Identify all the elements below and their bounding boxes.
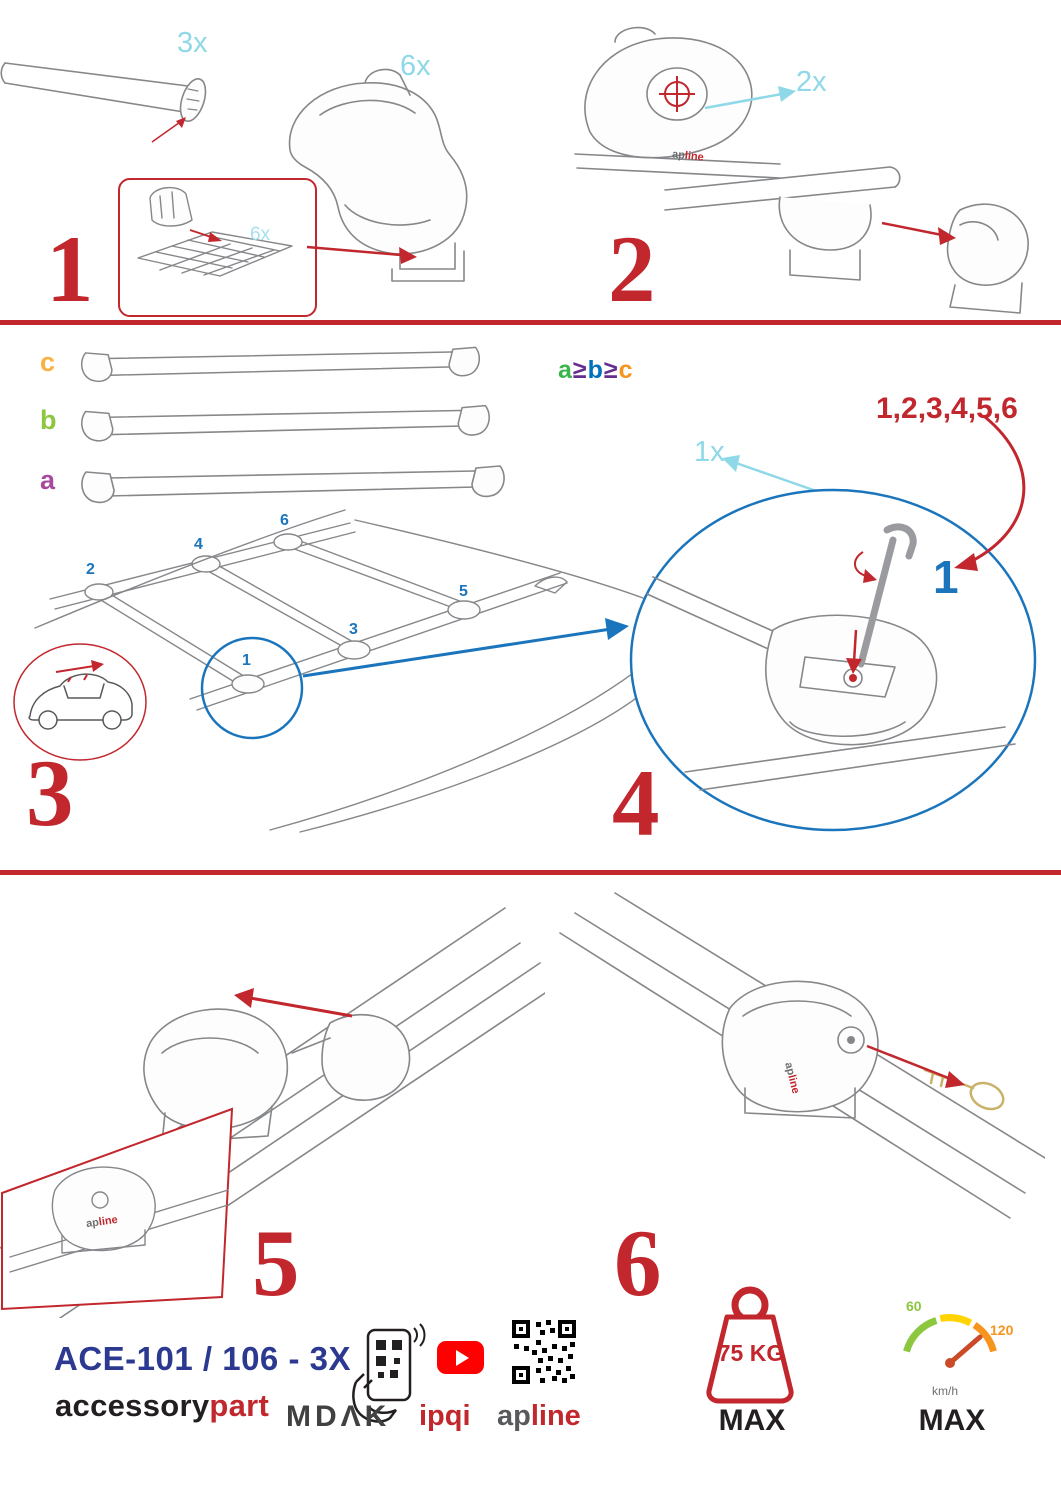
- bar-size-label-c: c: [40, 347, 56, 377]
- step5-number: 5: [252, 1210, 300, 1316]
- sequence-curve-arrow: [954, 415, 1026, 571]
- speed-high-label: 120: [990, 1322, 1014, 1338]
- qty-label-foot: 6x: [400, 50, 431, 82]
- roof-overview-illustration: [34, 509, 644, 833]
- weight-limit-icon: [706, 1286, 794, 1404]
- qty-label-dial: 2x: [796, 66, 827, 98]
- step1-number: 1: [46, 216, 94, 322]
- installed-foot-inset: [0, 1107, 234, 1311]
- ipqi-logo: ipqi: [419, 1400, 471, 1432]
- speed-unit-label: km/h: [932, 1384, 959, 1398]
- step4-number: 4: [612, 750, 660, 856]
- step3-number: 3: [26, 740, 74, 846]
- roof-position-4: 4: [194, 536, 203, 553]
- qty-dial-arrow: [704, 86, 796, 110]
- car-direction-inset: [13, 643, 147, 761]
- rubber-pad-inset: [118, 178, 317, 317]
- step2-number: 2: [608, 216, 656, 322]
- brand-logo: accessorypart: [55, 1388, 270, 1423]
- roof-position-3: 3: [349, 621, 358, 638]
- roof-position-2: 2: [86, 561, 95, 578]
- qty-label-bar: 3x: [177, 27, 208, 59]
- step1-arrow: [306, 245, 417, 264]
- bar-size-label-b: b: [40, 405, 57, 435]
- qty-label-pad: 6x: [250, 224, 271, 245]
- bar-endcap-assembly-illustration: [664, 166, 1029, 314]
- step6-number: 6: [614, 1210, 662, 1316]
- apline-logo: apline: [497, 1400, 581, 1432]
- weight-limit-value: 75 KG: [717, 1340, 785, 1366]
- rubber-pad-illustration: [137, 187, 293, 277]
- lock-key-illustration: [559, 892, 1045, 1219]
- allen-key-zoom-illustration: [629, 488, 1037, 832]
- foot-clamp-illustration: [288, 68, 468, 282]
- speed-limit-icon: [903, 1314, 997, 1368]
- youtube-icon: [437, 1341, 484, 1374]
- crossbar-c-illustration: [80, 346, 481, 383]
- section-divider-1: [0, 320, 1061, 325]
- product-model: ACE-101 / 106 - 3X: [54, 1340, 351, 1377]
- section-divider-2: [0, 870, 1061, 875]
- roof-position-5: 5: [459, 583, 468, 600]
- qty-key-arrow: [722, 455, 820, 494]
- mdak-logo: MDΛK: [286, 1400, 391, 1433]
- weight-limit-max: MAX: [718, 1404, 786, 1437]
- roof-position-6: 6: [280, 512, 289, 529]
- phone-scan-icon: [352, 1323, 426, 1423]
- crossbar-b-illustration: [81, 404, 490, 442]
- bar-size-label-a: a: [40, 465, 56, 495]
- foot-dial-illustration: [574, 26, 781, 179]
- qr-code-icon: [512, 1320, 576, 1384]
- size-rule-text: a≥b≥c: [558, 356, 634, 384]
- speed-low-label: 60: [906, 1298, 922, 1314]
- qty-label-key: 1x: [694, 436, 725, 468]
- mount-sequence-text: 1,2,3,4,5,6: [876, 392, 1018, 425]
- crossbar-tube-illustration: [0, 62, 207, 143]
- play-icon: [455, 1349, 469, 1366]
- speed-limit-max: MAX: [918, 1404, 986, 1437]
- crossbar-a-illustration: [81, 465, 505, 504]
- sequence-first-position: 1: [933, 551, 959, 603]
- roof-position-1: 1: [242, 652, 251, 669]
